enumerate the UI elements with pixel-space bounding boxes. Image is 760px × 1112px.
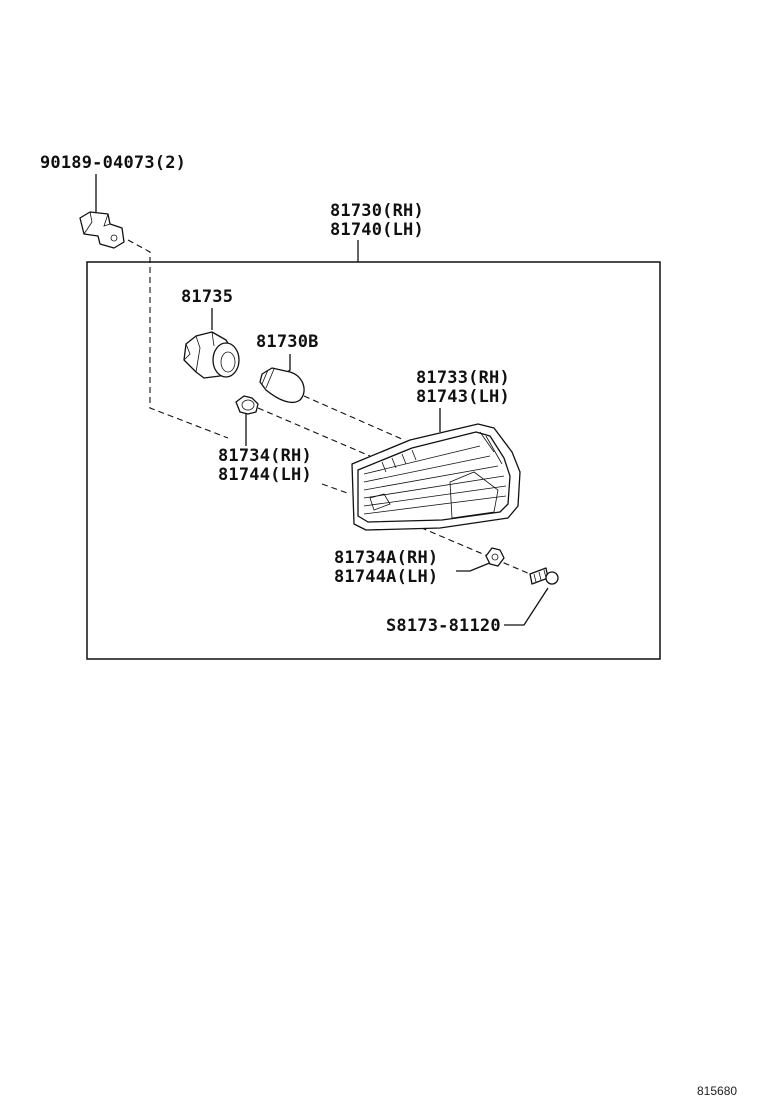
dash-clip [127, 239, 229, 439]
figure-ref: 815680 [697, 1084, 737, 1098]
clip-icon[interactable] [79, 211, 125, 249]
label-nut-lh[interactable]: 81744A(LH) [334, 567, 438, 587]
nut-icon[interactable] [485, 547, 505, 567]
leader-screw [504, 587, 549, 626]
socket-icon[interactable] [183, 331, 240, 379]
label-screw[interactable]: S8173-81120 [386, 616, 501, 636]
label-bulb[interactable]: 81730B [256, 332, 319, 352]
screw-icon[interactable] [529, 567, 559, 585]
label-lens-rh[interactable]: 81733(RH) [416, 368, 510, 388]
assembly-frame [86, 261, 661, 660]
gasket-icon[interactable] [235, 395, 259, 415]
label-clip[interactable]: 90189-04073(2) [40, 153, 186, 173]
label-gasket-lh[interactable]: 81744(LH) [218, 465, 312, 485]
label-lamp-rh[interactable]: 81730(RH) [330, 201, 424, 221]
dash-bulb [303, 395, 405, 441]
lamp-lens-icon[interactable] [351, 423, 521, 531]
dash-gasket [257, 407, 371, 457]
bulb-icon[interactable] [259, 367, 305, 404]
label-lens-lh[interactable]: 81743(LH) [416, 387, 510, 407]
dash-screw [383, 511, 531, 575]
leader-nut [456, 561, 493, 572]
label-lamp-lh[interactable]: 81740(LH) [330, 220, 424, 240]
label-nut-rh[interactable]: 81734A(RH) [334, 548, 438, 568]
label-gasket-rh[interactable]: 81734(RH) [218, 446, 312, 466]
dash-gasket-lh [321, 483, 351, 495]
label-socket[interactable]: 81735 [181, 287, 233, 307]
